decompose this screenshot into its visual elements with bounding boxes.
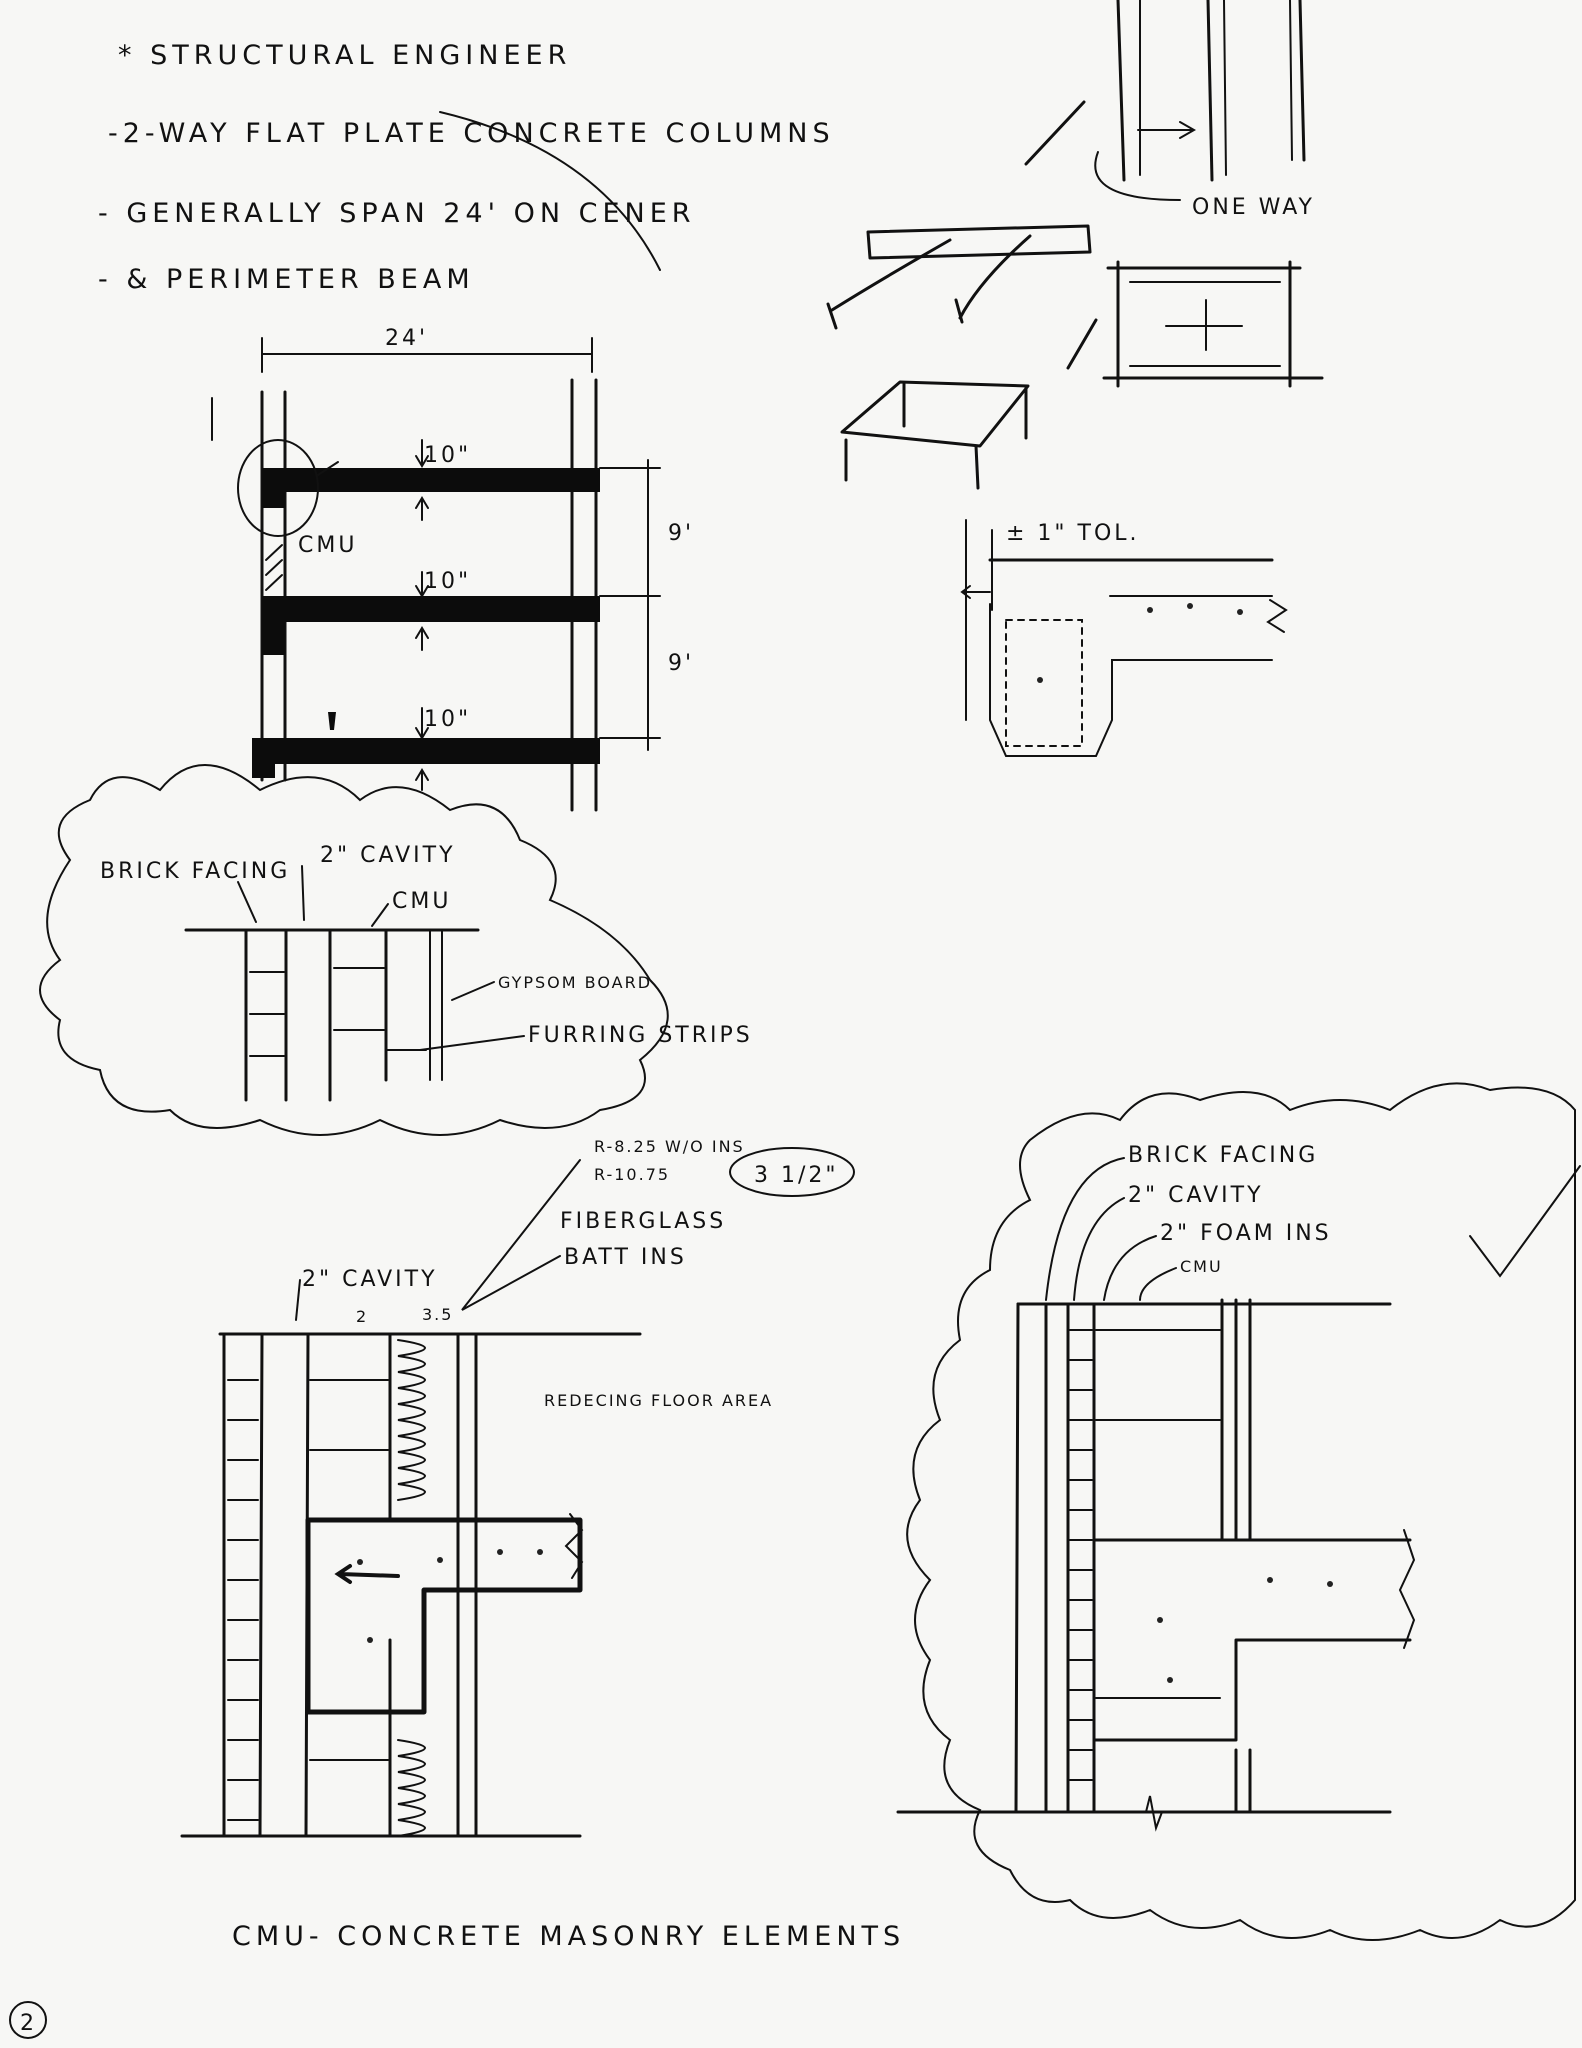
label-cmu-3: CMU bbox=[1180, 1257, 1223, 1276]
two-way-panel-sketch bbox=[1066, 260, 1324, 388]
span-label: 24' bbox=[385, 326, 428, 351]
slab-3 bbox=[252, 738, 600, 778]
batt-insulation-squiggle bbox=[397, 1339, 426, 1501]
cloud-outline-1 bbox=[39, 764, 669, 1136]
slab-1-thickness: 10" bbox=[424, 443, 471, 468]
wall-section-1: BRICK FACING 2" CAVITY CMU GYPSOM BOARD … bbox=[39, 764, 753, 1136]
insulation-label-2: BATT INS bbox=[564, 1245, 687, 1270]
foam-hatch-3 bbox=[1069, 1329, 1093, 1781]
cavity-label-2: 2" CAVITY bbox=[302, 1267, 438, 1292]
page-number: 2 bbox=[20, 2011, 37, 2036]
r-value-without-insulation: R-8.25 W/O INS bbox=[594, 1137, 745, 1156]
beam-framing-sketch bbox=[826, 224, 1092, 330]
table-frame-sketch bbox=[840, 380, 1030, 490]
notes-arc bbox=[439, 111, 661, 271]
label-brick-facing-1: BRICK FACING bbox=[100, 859, 290, 884]
footer: CMU- CONCRETE MASONRY ELEMENTS 2 bbox=[9, 1921, 905, 2039]
cmu-wall-label: CMU bbox=[298, 533, 357, 558]
insulation-label-1: FIBERGLASS bbox=[560, 1209, 726, 1234]
tolerance-detail: ± 1" TOL. bbox=[960, 519, 1288, 757]
floor-height-1: 9' bbox=[668, 521, 694, 546]
cmu-hatch bbox=[265, 544, 283, 591]
label-brick-facing-3: BRICK FACING bbox=[1128, 1143, 1318, 1168]
label-foam-insulation: 2" FOAM INS bbox=[1160, 1221, 1332, 1246]
note-reducing-floor-area: REDECING FLOOR AREA bbox=[544, 1391, 773, 1410]
label-furring-strips: FURRING STRIPS bbox=[528, 1023, 753, 1048]
connection-callout-circle bbox=[237, 439, 319, 537]
slab-edge-2 bbox=[305, 1517, 583, 1715]
slab-2 bbox=[262, 596, 600, 655]
caption: CMU- CONCRETE MASONRY ELEMENTS bbox=[232, 1921, 905, 1952]
label-cavity-1: 2" CAVITY bbox=[320, 843, 456, 868]
thickness-note: 3 1/2" bbox=[754, 1163, 839, 1188]
slab-2-thickness: 10" bbox=[424, 569, 471, 594]
one-way-label: ONE WAY bbox=[1192, 195, 1315, 220]
brick-coursing-2 bbox=[227, 1379, 389, 1821]
slab-edge-3 bbox=[1092, 1538, 1412, 1742]
label-cmu-1: CMU bbox=[392, 889, 451, 914]
label-cavity-3: 2" CAVITY bbox=[1128, 1183, 1264, 1208]
slab-1 bbox=[262, 468, 600, 508]
wall-section-2: R-8.25 W/O INS R-10.75 3 1/2" FIBERGLASS… bbox=[180, 1137, 855, 1838]
label-gypsum-board: GYPSOM BOARD bbox=[498, 973, 652, 992]
note-span: - GENERALLY SPAN 24' ON CENER bbox=[98, 198, 696, 229]
wall-section-3: BRICK FACING 2" CAVITY 2" FOAM INS CMU bbox=[896, 1082, 1581, 1941]
thickness-note-circle bbox=[729, 1147, 855, 1197]
one-way-sketch: ONE WAY bbox=[1024, 0, 1315, 220]
note-structural-engineer: * STRUCTURAL ENGINEER bbox=[118, 40, 571, 71]
cloud-outline-3 bbox=[906, 1082, 1576, 1941]
slab-3-thickness: 10" bbox=[424, 707, 471, 732]
tolerance-label: ± 1" TOL. bbox=[1006, 521, 1140, 546]
person-scale-figure bbox=[328, 712, 336, 730]
page-number-circle bbox=[9, 2001, 47, 2039]
dim-3-5: 3.5 bbox=[422, 1305, 453, 1324]
floor-elevation-sketch: 24' 10" 10" 10" 9' 9 bbox=[211, 326, 694, 812]
note-perimeter-beam: - & PERIMETER BEAM bbox=[98, 264, 475, 295]
r-value-with-insulation: R-10.75 bbox=[594, 1165, 670, 1184]
floor-height-2: 9' bbox=[668, 651, 694, 676]
dim-2: 2 bbox=[356, 1307, 368, 1326]
note-flat-plate: -2-WAY FLAT PLATE CONCRETE COLUMNS bbox=[108, 118, 835, 149]
notes-block: * STRUCTURAL ENGINEER -2-WAY FLAT PLATE … bbox=[98, 40, 835, 295]
